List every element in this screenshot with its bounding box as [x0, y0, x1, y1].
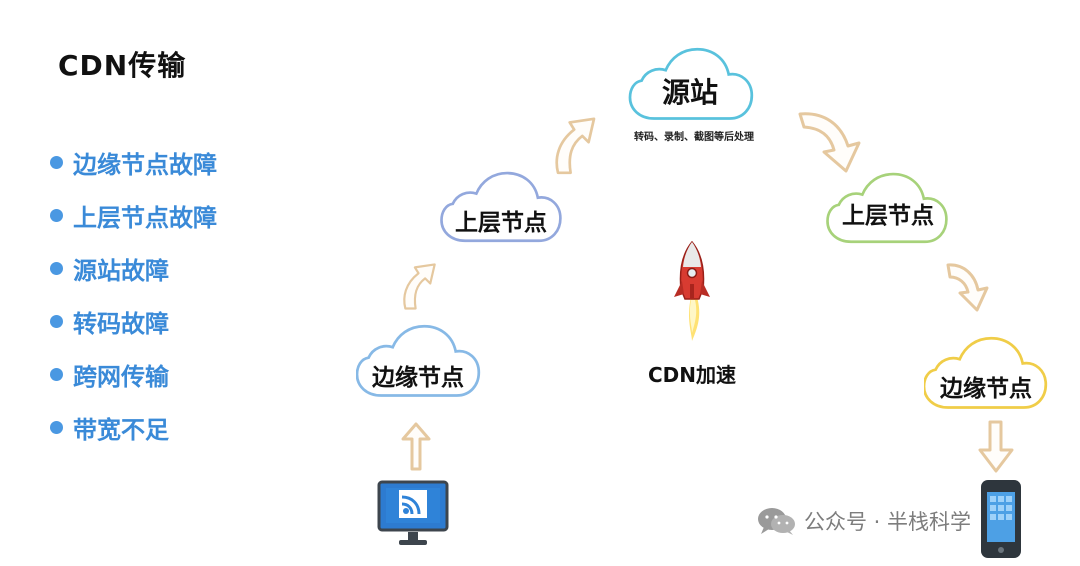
issue-item: 跨网传输 [50, 348, 217, 401]
rocket-icon [674, 240, 710, 341]
edge-right-node-label: 边缘节点 [940, 375, 1032, 402]
issue-item: 源站故障 [50, 242, 217, 295]
issue-item: 转码故障 [50, 295, 217, 348]
arrow-source-to-upper-right [798, 112, 861, 173]
upper-left-node: 上层节点 [440, 171, 562, 243]
watermark-text: 公众号 · 半栈科学 [804, 510, 972, 534]
source-node-label: 源站 [662, 76, 718, 109]
bullet-dot-icon [50, 315, 63, 328]
upper-right-node: 上层节点 [826, 172, 948, 244]
issue-label: 上层节点故障 [73, 204, 217, 232]
issue-item: 上层节点故障 [50, 189, 217, 242]
issue-list: 边缘节点故障 上层节点故障 源站故障 转码故障 跨网传输 带宽不足 [50, 136, 217, 454]
issue-item: 边缘节点故障 [50, 136, 217, 189]
source-node: 源站 [628, 47, 754, 120]
arrow-edge-left-to-upper-left [403, 263, 436, 310]
issue-label: 跨网传输 [73, 363, 169, 391]
upper-right-node-label: 上层节点 [842, 203, 934, 229]
issue-label: 边缘节点故障 [73, 151, 217, 179]
bullet-dot-icon [50, 156, 63, 169]
issue-label: 转码故障 [73, 310, 169, 338]
issue-item: 带宽不足 [50, 401, 217, 454]
edge-right-node: 边缘节点 [924, 336, 1048, 409]
issue-label: 源站故障 [73, 257, 169, 285]
bullet-dot-icon [50, 368, 63, 381]
phone-icon [981, 480, 1021, 558]
arrow-device-to-edge-left [401, 422, 431, 471]
wechat-icon [758, 508, 795, 535]
arrow-edge-right-to-device [978, 420, 1014, 473]
bullet-dot-icon [50, 262, 63, 275]
watermark: 公众号 · 半栈科学 [756, 505, 971, 537]
arrow-upper-left-to-source [555, 117, 596, 175]
page-title: CDN传输 [58, 49, 187, 82]
cdn-acceleration-label: CDN加速 [648, 363, 736, 387]
edge-left-node: 边缘节点 [356, 324, 481, 397]
bullet-dot-icon [50, 209, 63, 222]
source-processing-note: 转码、录制、截图等后处理 [634, 130, 754, 143]
monitor-cast-icon [377, 480, 449, 545]
issue-label: 带宽不足 [73, 416, 169, 444]
bullet-dot-icon [50, 421, 63, 434]
edge-left-node-label: 边缘节点 [372, 364, 464, 391]
upper-left-node-label: 上层节点 [455, 210, 547, 236]
arrow-upper-right-to-edge-right [946, 263, 989, 312]
